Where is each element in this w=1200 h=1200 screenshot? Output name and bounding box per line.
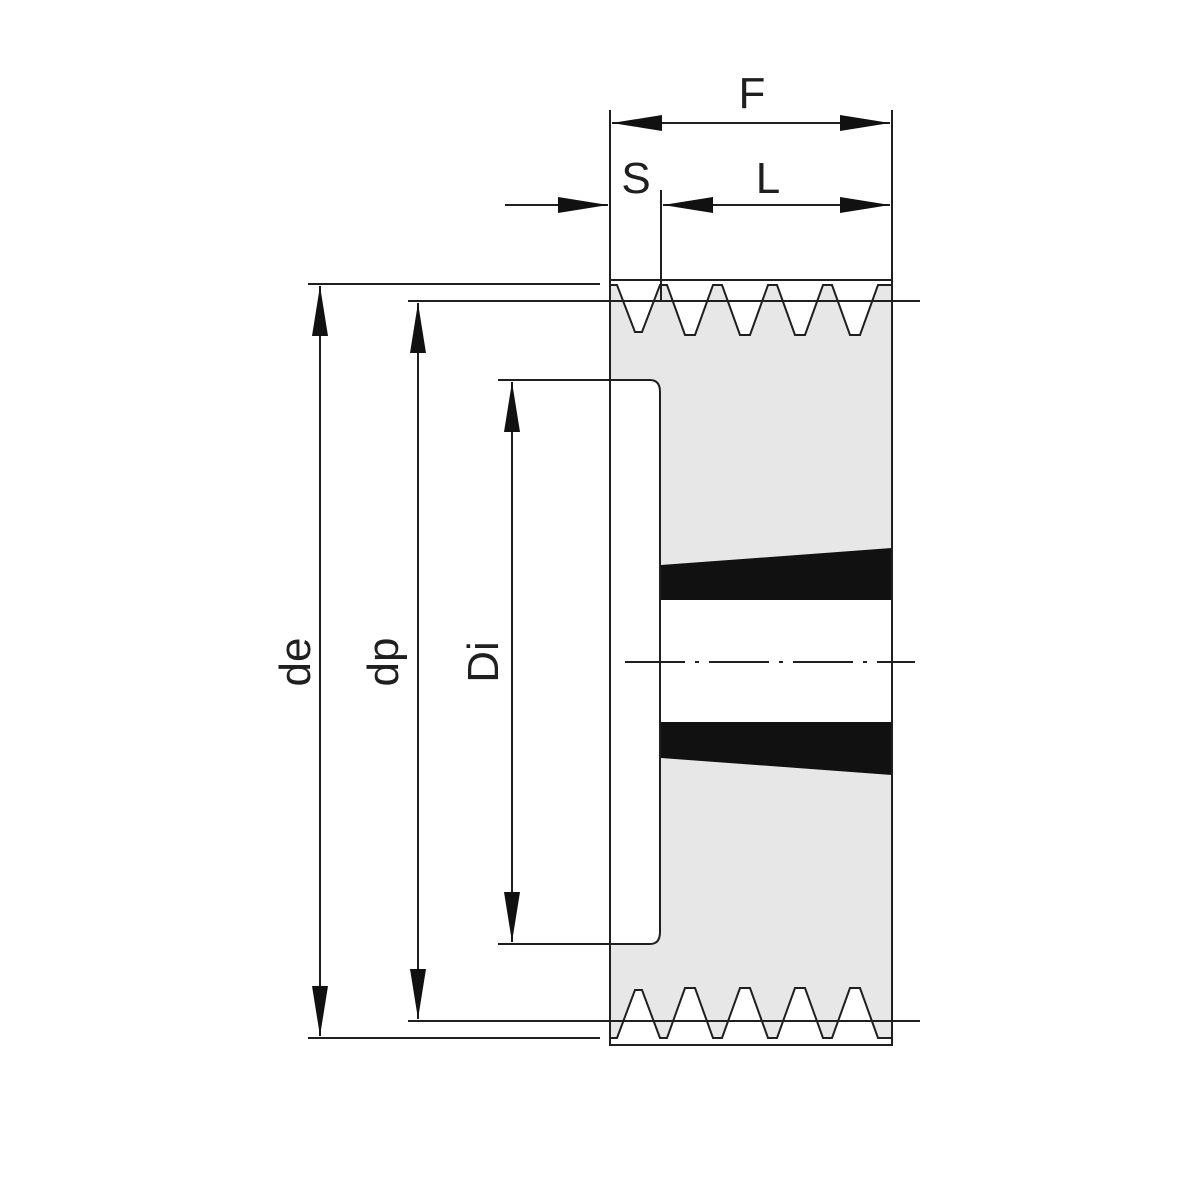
dim-Di-arrow-top bbox=[504, 382, 520, 432]
dim-de-arrow-top bbox=[312, 286, 328, 336]
dim-dp-arrow-top bbox=[410, 303, 426, 353]
dim-L-arrow-right bbox=[840, 197, 890, 213]
dimension-F: F bbox=[612, 69, 890, 131]
label-Di: Di bbox=[459, 641, 508, 683]
dimension-Di: Di bbox=[459, 382, 520, 942]
dimension-dp: dp bbox=[359, 303, 426, 1019]
dim-dp-arrow-bottom bbox=[410, 969, 426, 1019]
lower-keyway bbox=[661, 722, 892, 775]
dim-Di-arrow-bottom bbox=[504, 892, 520, 942]
label-S: S bbox=[621, 154, 650, 203]
bottom-grooves bbox=[609, 987, 893, 1046]
label-dp: dp bbox=[359, 638, 408, 687]
dim-L-arrow-left bbox=[663, 197, 713, 213]
label-de: de bbox=[271, 638, 320, 687]
dim-F-arrow-right bbox=[840, 115, 890, 131]
dim-de-arrow-bottom bbox=[312, 986, 328, 1036]
label-F: F bbox=[739, 69, 766, 118]
dimension-de: de bbox=[271, 286, 328, 1036]
dim-S-arrow bbox=[558, 197, 608, 213]
dim-F-arrow-left bbox=[612, 115, 662, 131]
dimension-L: L bbox=[663, 154, 890, 213]
upper-keyway bbox=[661, 548, 892, 600]
label-L: L bbox=[756, 154, 780, 203]
dimension-S: S bbox=[505, 154, 651, 213]
